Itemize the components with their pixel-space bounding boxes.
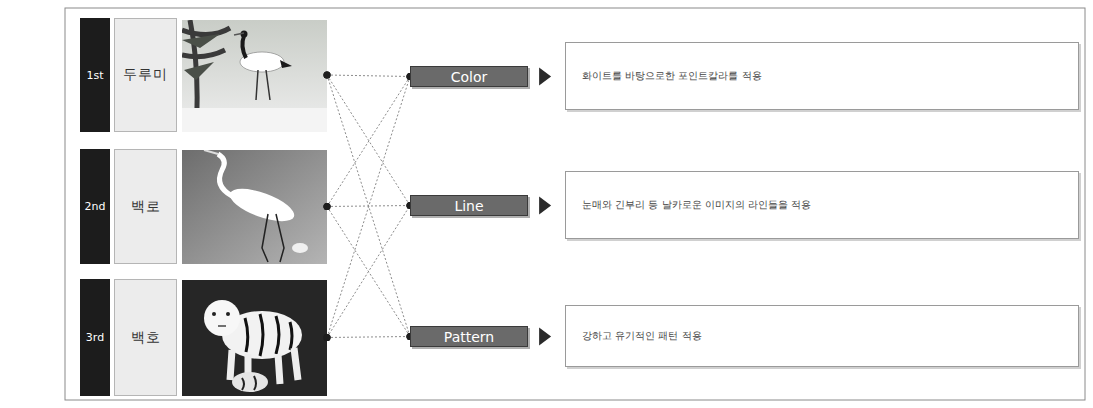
connector-line bbox=[327, 337, 410, 338]
dotted-connector bbox=[324, 72, 414, 341]
name-cell: 두루미 bbox=[114, 18, 177, 132]
outer-frame bbox=[65, 8, 1085, 400]
rank-label: 1st bbox=[86, 69, 103, 82]
element-tag: Color bbox=[410, 66, 528, 87]
tag-label: Pattern bbox=[444, 329, 494, 345]
dotted-connector bbox=[324, 72, 414, 81]
connector-line bbox=[327, 207, 410, 337]
description-text: 화이트를 바탕으로한 포인트칼라를 적용 bbox=[582, 69, 762, 83]
dotted-connector bbox=[324, 73, 414, 210]
description-box: 눈매와 긴부리 등 날카로운 이미지의 라인들을 적용 bbox=[565, 171, 1079, 239]
rank-cell: 3rd bbox=[80, 279, 110, 396]
dotted-connector bbox=[324, 72, 414, 210]
element-tag: Pattern bbox=[410, 326, 528, 347]
rank-label: 3rd bbox=[86, 331, 104, 344]
connector-line bbox=[327, 75, 410, 77]
connector-line bbox=[327, 77, 410, 207]
dotted-connector bbox=[324, 333, 414, 341]
dotted-connector bbox=[324, 202, 414, 341]
dotted-connector bbox=[324, 73, 414, 341]
name-cell: 백호 bbox=[114, 279, 177, 396]
rank-cell: 1st bbox=[80, 18, 110, 132]
connector-line bbox=[327, 77, 410, 338]
egret-photo bbox=[182, 150, 327, 264]
description-text: 눈매와 긴부리 등 날카로운 이미지의 라인들을 적용 bbox=[582, 198, 811, 212]
name-label: 백호 bbox=[131, 329, 161, 347]
pointer-arrow bbox=[539, 68, 551, 86]
crane-photo bbox=[182, 20, 327, 132]
connector-line bbox=[327, 75, 410, 206]
connector-line bbox=[327, 75, 410, 337]
arrow-head bbox=[539, 328, 551, 346]
description-text: 강하고 유기적인 패턴 적용 bbox=[582, 329, 702, 343]
connector-dot bbox=[324, 334, 331, 341]
ranking-row: 3rd 백호 bbox=[80, 279, 327, 396]
element-tag: Line bbox=[410, 195, 528, 216]
description-box: 강하고 유기적인 패턴 적용 bbox=[565, 305, 1079, 367]
connector-dot bbox=[324, 334, 331, 341]
arrow-head bbox=[539, 197, 551, 215]
name-cell: 백로 bbox=[114, 149, 177, 264]
rank-cell: 2nd bbox=[80, 149, 110, 264]
arrow-head bbox=[539, 68, 551, 86]
connector-line bbox=[327, 206, 410, 338]
name-label: 백로 bbox=[131, 198, 161, 216]
dotted-connector bbox=[324, 203, 414, 340]
connector-dot bbox=[324, 203, 331, 210]
ranking-row: 2nd 백로 bbox=[80, 149, 327, 264]
connector-dot bbox=[324, 72, 331, 79]
connector-dot bbox=[324, 72, 331, 79]
tiger-photo bbox=[182, 280, 327, 396]
pointer-arrow bbox=[539, 197, 551, 215]
connector-dot bbox=[324, 203, 331, 210]
connector-dot bbox=[324, 203, 331, 210]
rank-label: 2nd bbox=[85, 200, 106, 213]
connector-dot bbox=[324, 72, 331, 79]
connector-dot bbox=[324, 334, 331, 341]
tag-label: Line bbox=[454, 198, 483, 214]
name-label: 두루미 bbox=[123, 66, 168, 84]
tag-label: Color bbox=[451, 69, 488, 85]
pointer-arrow bbox=[539, 328, 551, 346]
ranking-row: 1st 두루미 bbox=[80, 18, 327, 132]
description-box: 화이트를 바탕으로한 포인트칼라를 적용 bbox=[565, 42, 1079, 110]
